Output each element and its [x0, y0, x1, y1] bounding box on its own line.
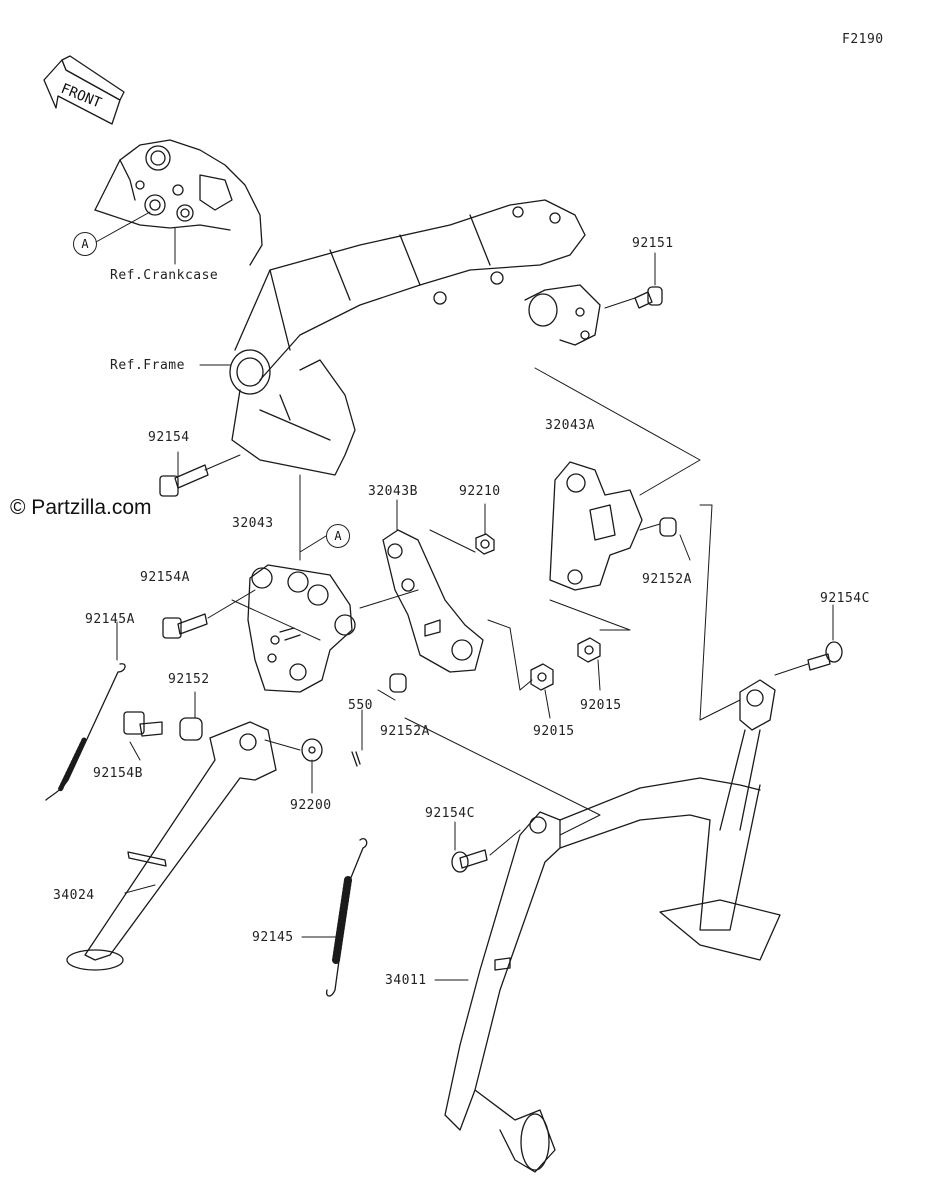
part-32043A: 32043A — [545, 418, 595, 433]
part-550: 550 — [348, 698, 373, 713]
spring-92145A-icon — [45, 663, 126, 801]
part-92152A-lower: 92152A — [380, 724, 430, 739]
collar-92152-icon — [179, 717, 203, 741]
bolt-92151-icon — [634, 286, 663, 309]
bracket-32043-icon — [247, 564, 356, 693]
collar-92152A-upper-icon — [659, 517, 677, 537]
ref-frame-label: Ref.Frame — [110, 358, 185, 373]
crankcase-reference-drawing — [94, 139, 263, 266]
callout-a-crankcase: A — [73, 232, 97, 256]
collar-92152A-lower-icon — [389, 673, 407, 693]
bolt-92154C-upper-icon — [807, 641, 843, 671]
spring-92145-icon — [326, 838, 368, 997]
nut-92015-right-icon — [577, 637, 601, 663]
part-92015-left: 92015 — [533, 724, 575, 739]
center-stand-34011-icon — [444, 679, 781, 1173]
ref-crankcase-label: Ref.Crankcase — [110, 268, 219, 283]
front-arrow-icon: FRONT — [43, 55, 125, 125]
part-92145: 92145 — [252, 930, 294, 945]
bolt-92154B-icon — [123, 711, 163, 737]
part-92015-right: 92015 — [580, 698, 622, 713]
side-stand-34024-icon — [66, 721, 277, 971]
frame-reference-drawing — [229, 199, 601, 476]
washer-92200-icon — [301, 738, 323, 762]
part-92151: 92151 — [632, 236, 674, 251]
bolt-92154C-lower-icon — [451, 849, 488, 873]
part-92200: 92200 — [290, 798, 332, 813]
part-92154C-lower: 92154C — [425, 806, 475, 821]
bracket-32043B-icon — [382, 529, 484, 673]
nut-92210-icon — [475, 533, 495, 555]
part-32043: 32043 — [232, 516, 274, 531]
bolt-92154A-icon — [162, 613, 208, 639]
nut-92015-left-icon — [530, 663, 554, 691]
diagram-id: F2190 — [842, 32, 884, 47]
callout-a-bracket: A — [326, 524, 350, 548]
part-92154A: 92154A — [140, 570, 190, 585]
part-92145A: 92145A — [85, 612, 135, 627]
watermark: © Partzilla.com — [10, 496, 152, 519]
part-92152: 92152 — [168, 672, 210, 687]
part-92210: 92210 — [459, 484, 501, 499]
part-32043B: 32043B — [368, 484, 418, 499]
part-34024: 34024 — [53, 888, 95, 903]
bracket-32043A-icon — [549, 461, 643, 591]
part-92154B: 92154B — [93, 766, 143, 781]
part-92154C-upper: 92154C — [820, 591, 870, 606]
cotter-pin-550-icon — [351, 751, 361, 767]
leader-lines — [95, 211, 834, 981]
bolt-92154-icon — [159, 464, 209, 497]
part-34011: 34011 — [385, 973, 427, 988]
part-92152A-upper: 92152A — [642, 572, 692, 587]
part-92154: 92154 — [148, 430, 190, 445]
